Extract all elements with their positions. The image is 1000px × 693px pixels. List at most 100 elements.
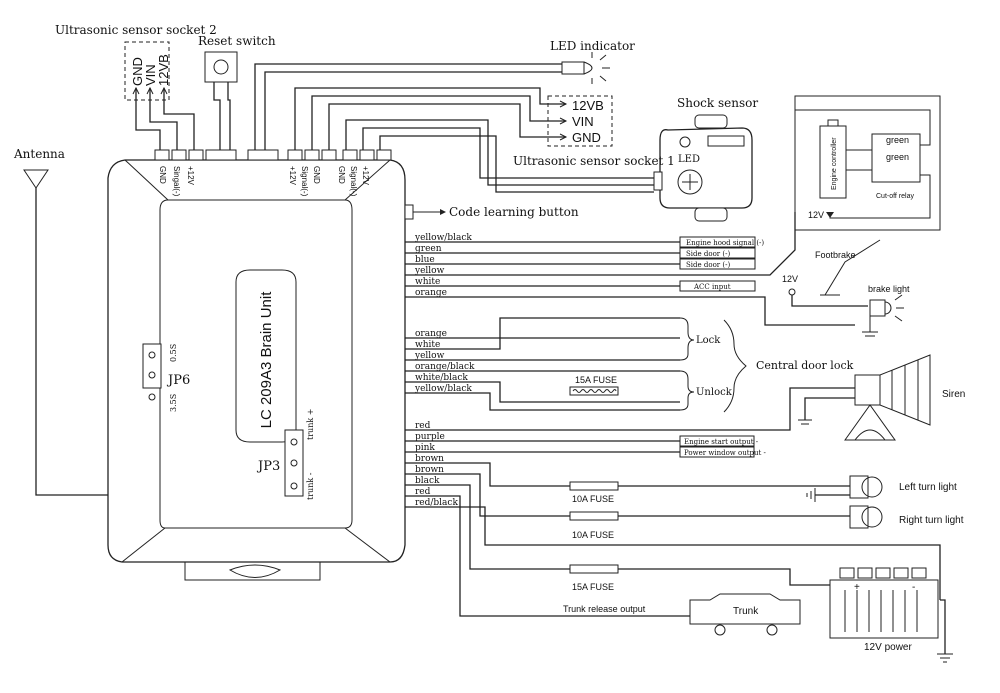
fuse-1: 15A FUSE [575,375,617,385]
brake-light-label: brake light [868,284,910,294]
central-lock-label: Central door lock [756,359,854,372]
fuse-3: 10A FUSE [572,530,614,540]
socket2-vin: VIN [143,64,158,86]
pin-4: +12V [288,166,297,186]
wire-16: brown [415,454,444,464]
wire-2: green [415,244,442,254]
code-learning-label: Code learning button [449,205,579,219]
wire-7: orange [415,329,447,339]
wire-17: brown [415,465,444,475]
ultrasonic1-label: Ultrasonic sensor socket 1 [513,154,675,168]
relay-green-2: green [886,152,909,162]
wire-13: red [415,421,431,431]
jp6-label: JP6 [166,373,190,388]
battery: + - 12V power [829,567,953,663]
brake-12v-label: 12V [782,274,798,284]
shock-sensor-label: Shock sensor [677,96,758,110]
brain-unit-label: LC 209A3 Brain Unit [258,291,275,429]
battery-minus: - [912,582,915,593]
wire-11: white/black [415,373,468,383]
wire-10: orange/black [415,362,475,372]
socket2-gnd: GND [130,57,145,86]
cutoff-label: Cut-off relay [876,193,914,200]
wire-5: white [415,277,440,287]
right-turn-label: Right turn light [899,515,964,526]
wire-9: yellow [414,351,445,361]
sig-box-1: Engine hood signal (-) [686,239,764,247]
sig-box-4: ACC input [693,283,731,291]
socket1-gnd: GND [572,130,601,145]
code-learning-button[interactable] [404,204,414,220]
left-turn-label: Left turn light [899,482,957,493]
pin-3: +12V [186,166,195,186]
wire-6: orange [415,288,447,298]
unlock-label: Unlock [696,387,733,398]
wire-18: black [415,476,440,486]
right-harness: yellow/black green blue yellow white ora… [405,212,941,617]
wire-12: yellow/black [414,384,472,394]
jp6-jumper[interactable] [142,343,162,389]
pin-9: GND [337,166,346,184]
wire-20: red/black [415,498,458,508]
reset-label: Reset switch [198,34,276,48]
trunk-release-label: Trunk release output [563,604,646,614]
trunk-plus-label: trunk + [306,409,315,440]
siren-label: Siren [942,389,965,400]
wire-4: yellow [414,266,445,276]
antenna-label: Antenna [13,147,65,161]
turn-lights: Left turn light Right turn light [806,475,964,529]
fuse-2: 10A FUSE [572,494,614,504]
footbrake-label: Footbrake [815,250,856,260]
wire-1: yellow/black [414,233,472,243]
shock-sensor: Shock sensor LED [345,96,758,222]
pin-2: Singal(-) [172,166,181,197]
led-indicator: LED indicator [254,39,635,150]
pin-7: +12V [361,166,370,186]
trunk-minus-label: trunk - [306,472,315,500]
ultrasonic-socket-2: Ultrasonic sensor socket 2 GND VIN 12VB [55,23,217,150]
fuse-4: 15A FUSE [572,582,614,592]
pin-1: GND [158,166,167,184]
cutoff-12v-label: 12V [808,210,824,220]
sig-box-5: Engine start output - [684,438,759,446]
wire-15: pink [415,443,435,453]
engine-controller-label: Engine controller [831,137,838,190]
wire-8: white [415,340,440,350]
pin-6: GND [312,166,321,184]
reset-switch: Reset switch [198,34,276,150]
siren-group: Siren [798,354,965,441]
socket2-12vb: 12VB [156,54,171,86]
engine-cutoff: Engine controller green green Cut-off re… [794,95,941,231]
sig-box-6: Power window output - [684,449,767,457]
reset-button[interactable] [213,59,229,75]
antenna: Antenna [13,147,108,496]
battery-plus: + [854,582,860,593]
socket1-vin: VIN [572,114,594,129]
pin-8: Signal(-) [349,166,358,197]
battery-label: 12V power [864,642,912,653]
socket1-12vb: 12VB [572,98,604,113]
trunk-group: Trunk Trunk release output [563,593,801,636]
jp6-35s: 3.5S [169,394,178,412]
shock-adjust-knob[interactable] [677,169,703,195]
shock-led-label: LED [678,154,700,165]
jp6-05s: 0.5S [169,344,178,362]
wire-3: blue [415,255,435,265]
pin-5: Signal(-) [300,166,309,197]
sig-box-3: Side door (-) [686,261,730,269]
relay-green-1: green [886,135,909,145]
jp3-jumper[interactable] [284,429,304,497]
ultrasonic2-label: Ultrasonic sensor socket 2 [55,23,217,37]
led-indicator-label: LED indicator [550,39,635,53]
wire-19: red [415,487,431,497]
wire-14: purple [415,432,445,442]
lock-label: Lock [696,335,721,346]
ultrasonic-socket-1: 12VB VIN GND Ultrasonic sensor socket 1 [294,87,675,168]
top-connectors: GND Singal(-) +12V +12V Signal(-) GND +1… [154,149,392,197]
footbrake-group: Footbrake 12V brake light [782,239,910,337]
jp3-label: JP3 [256,459,280,474]
trunk-label: Trunk [733,606,759,617]
sig-box-2: Side door (-) [686,250,730,258]
brain-unit: LC 209A3 Brain Unit JP6 0.5S 3.5S JP3 tr… [107,159,579,581]
